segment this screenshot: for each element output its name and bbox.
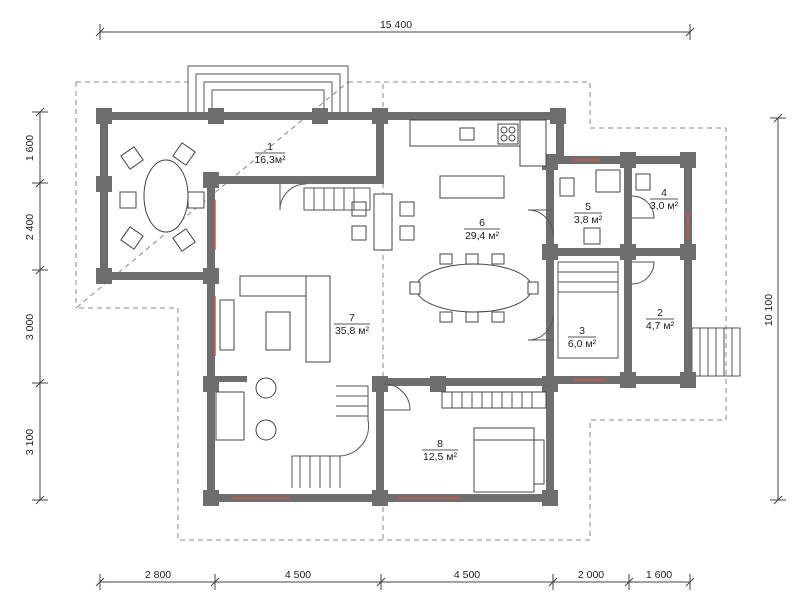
porch-steps-right	[691, 327, 741, 377]
room-1-area: 16,3м²	[254, 154, 286, 166]
living-room	[215, 275, 370, 488]
left-dimension-3: 3 000	[24, 314, 36, 340]
room-labels: 1 16,3м² 2 4,7 м² 3 6,0 м² 4 3,0 м² 5 3,…	[254, 141, 678, 463]
right-total-dimension: 10 100	[763, 294, 775, 326]
room-7-number: 7	[349, 312, 355, 324]
bottom-dimension: 2 800 4 500 4 500 2 000 1 600	[95, 569, 695, 590]
room-3-area: 6,0 м²	[568, 338, 597, 350]
bathrooms	[557, 169, 651, 359]
room-6-number: 6	[479, 217, 485, 229]
bottom-dimension-5: 1 600	[646, 569, 672, 581]
left-dimension-4: 3 100	[24, 429, 36, 455]
room-8-area: 12,5 м²	[423, 451, 458, 463]
bottom-dimension-3: 4 500	[454, 569, 480, 581]
room-2-area: 4,7 м²	[646, 320, 675, 332]
room-5-area: 3,8 м²	[574, 214, 603, 226]
bottom-dimension-2: 4 500	[285, 569, 311, 581]
room-4-number: 4	[661, 187, 667, 199]
room-5-number: 5	[585, 201, 591, 213]
room-7-area: 35,8 м²	[335, 325, 370, 337]
room-1-number: 1	[267, 141, 273, 153]
room-2-number: 2	[657, 307, 663, 319]
room-3-number: 3	[579, 325, 585, 337]
kitchen	[351, 119, 547, 323]
stairs-upper	[303, 187, 371, 211]
room-6-area: 29,4 м²	[465, 230, 500, 242]
left-dimension-1: 1 600	[24, 135, 36, 161]
windows	[214, 159, 689, 499]
room-4-area: 3,0 м²	[650, 200, 679, 212]
bottom-dimension-1: 2 800	[145, 569, 171, 581]
room-8-number: 8	[437, 438, 443, 450]
left-dimension-2: 2 400	[24, 214, 36, 240]
left-dimension: 1 600 2 400 3 000 3 100	[24, 107, 48, 505]
top-dimension: 15 400	[95, 19, 695, 40]
doors	[279, 183, 655, 411]
bottom-dimension-4: 2 000	[578, 569, 604, 581]
log-ends	[96, 108, 696, 506]
bedroom	[441, 391, 547, 493]
top-total-dimension: 15 400	[380, 19, 412, 31]
right-dimension: 10 100	[763, 113, 786, 505]
terrace-dining-set	[119, 142, 205, 252]
